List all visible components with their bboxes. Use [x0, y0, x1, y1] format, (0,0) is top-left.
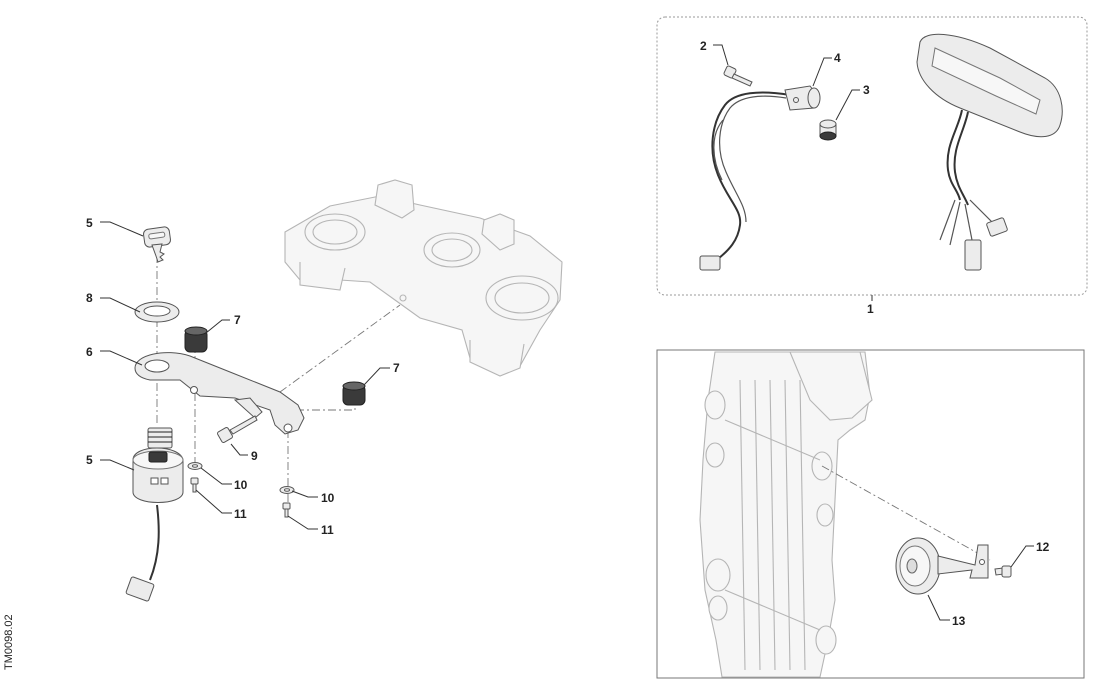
- washer-left: [187, 462, 203, 470]
- instrument-panel-part: [916, 33, 1063, 271]
- callout-10-left: 10: [234, 478, 248, 492]
- sensor-screw: [723, 65, 753, 87]
- sensor-spacer: [819, 119, 837, 141]
- callout-3: 3: [863, 83, 870, 97]
- washer-right: [279, 486, 295, 494]
- callout-9: 9: [251, 449, 258, 463]
- callout-13: 13: [952, 614, 966, 628]
- callout-11-right: 11: [321, 523, 334, 537]
- rubber-bush-right: [342, 381, 366, 406]
- callout-5-key: 5: [86, 216, 93, 230]
- small-screw-left: [190, 477, 199, 493]
- callout-8: 8: [86, 291, 93, 305]
- callout-12: 12: [1036, 540, 1050, 554]
- callout-7-left: 7: [234, 313, 241, 327]
- screw-part: [217, 415, 258, 443]
- triple-clamp-ghost: [284, 179, 563, 377]
- callout-2: 2: [700, 39, 707, 53]
- callout-11-left: 11: [234, 507, 247, 521]
- callout-7-right: 7: [393, 361, 400, 375]
- horn-detail-frame: [656, 349, 1085, 679]
- instrument-group-frame: [656, 16, 1088, 296]
- small-screw-right: [282, 502, 291, 518]
- rubber-bush-left: [184, 326, 208, 353]
- drawing-reference: TM0098.02: [3, 614, 15, 670]
- key-part: [143, 226, 171, 263]
- callout-6: 6: [86, 345, 93, 359]
- callout-1: 1: [867, 302, 874, 316]
- callout-10-right: 10: [321, 491, 335, 505]
- ring-nut-part: [134, 301, 180, 323]
- speed-sensor-part: [699, 85, 821, 271]
- horn-screw: [994, 565, 1012, 578]
- bracket-part: [134, 352, 305, 435]
- ignition-switch-part: [125, 427, 184, 602]
- callout-5-switch: 5: [86, 453, 93, 467]
- radiator-ghost: [699, 351, 873, 678]
- horn-part: [895, 537, 989, 595]
- callout-4: 4: [834, 51, 841, 65]
